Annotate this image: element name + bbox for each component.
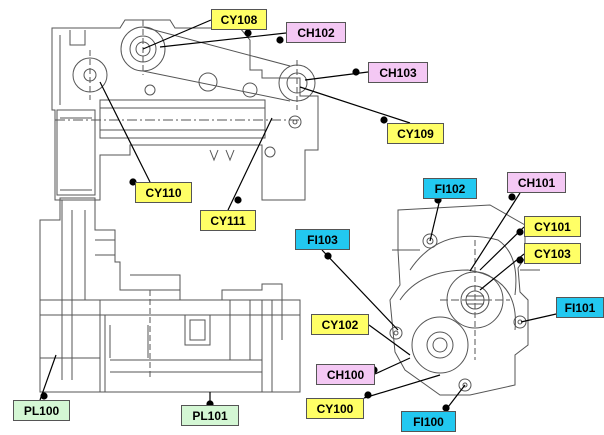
tag-cy101: CY101	[524, 216, 581, 237]
tag-cy100: CY100	[306, 398, 364, 419]
tag-fi103: FI103	[295, 229, 350, 250]
tag-pl101: PL101	[181, 405, 239, 426]
leader-cy100	[363, 374, 441, 399]
leader-cy108	[142, 19, 212, 50]
tag-cy102: CY102	[311, 314, 369, 335]
leader-cy102	[368, 324, 411, 356]
leader-dot-ch101	[508, 193, 516, 201]
leader-dot-cy109	[380, 116, 388, 124]
top-view-part	[51, 19, 319, 201]
leader-cy101	[479, 226, 525, 271]
leader-dot-cy111	[234, 196, 242, 204]
leader-dot-cy100	[364, 391, 372, 399]
leader-ch101	[469, 192, 521, 272]
leader-pl100	[39, 354, 57, 401]
tag-fi101: FI101	[556, 297, 604, 318]
leader-dot-pl100	[40, 392, 48, 400]
tag-cy111: CY111	[200, 210, 256, 231]
tag-ch102: CH102	[286, 22, 346, 43]
tag-fi102: FI102	[423, 178, 477, 199]
leader-cy110	[99, 81, 151, 183]
leader-dot-cy108	[244, 29, 252, 37]
tag-pl100: PL100	[13, 400, 70, 421]
side-view-part	[39, 197, 301, 393]
leader-fi102	[429, 198, 441, 242]
front-view-part	[389, 204, 540, 396]
leader-fi103	[321, 249, 399, 331]
tag-cy108: CY108	[211, 9, 267, 30]
leader-dot-cy103	[516, 256, 524, 264]
tag-ch100: CH100	[316, 364, 375, 385]
leader-cy109	[299, 86, 411, 124]
leader-lines	[39, 19, 566, 412]
leader-dot-cy101	[516, 228, 524, 236]
tag-cy103: CY103	[524, 243, 581, 264]
leader-ch102	[159, 32, 287, 48]
leader-dot-ch102	[276, 36, 284, 44]
leader-cy111	[227, 117, 273, 211]
tag-ch103: CH103	[368, 62, 428, 83]
tag-fi100: FI100	[401, 411, 456, 432]
leader-dot-ch103	[352, 68, 360, 76]
tag-cy110: CY110	[135, 182, 192, 203]
tag-cy109: CY109	[387, 123, 444, 144]
tag-ch101: CH101	[507, 172, 566, 193]
leader-ch100	[374, 357, 411, 375]
leader-dot-fi103	[324, 252, 332, 260]
